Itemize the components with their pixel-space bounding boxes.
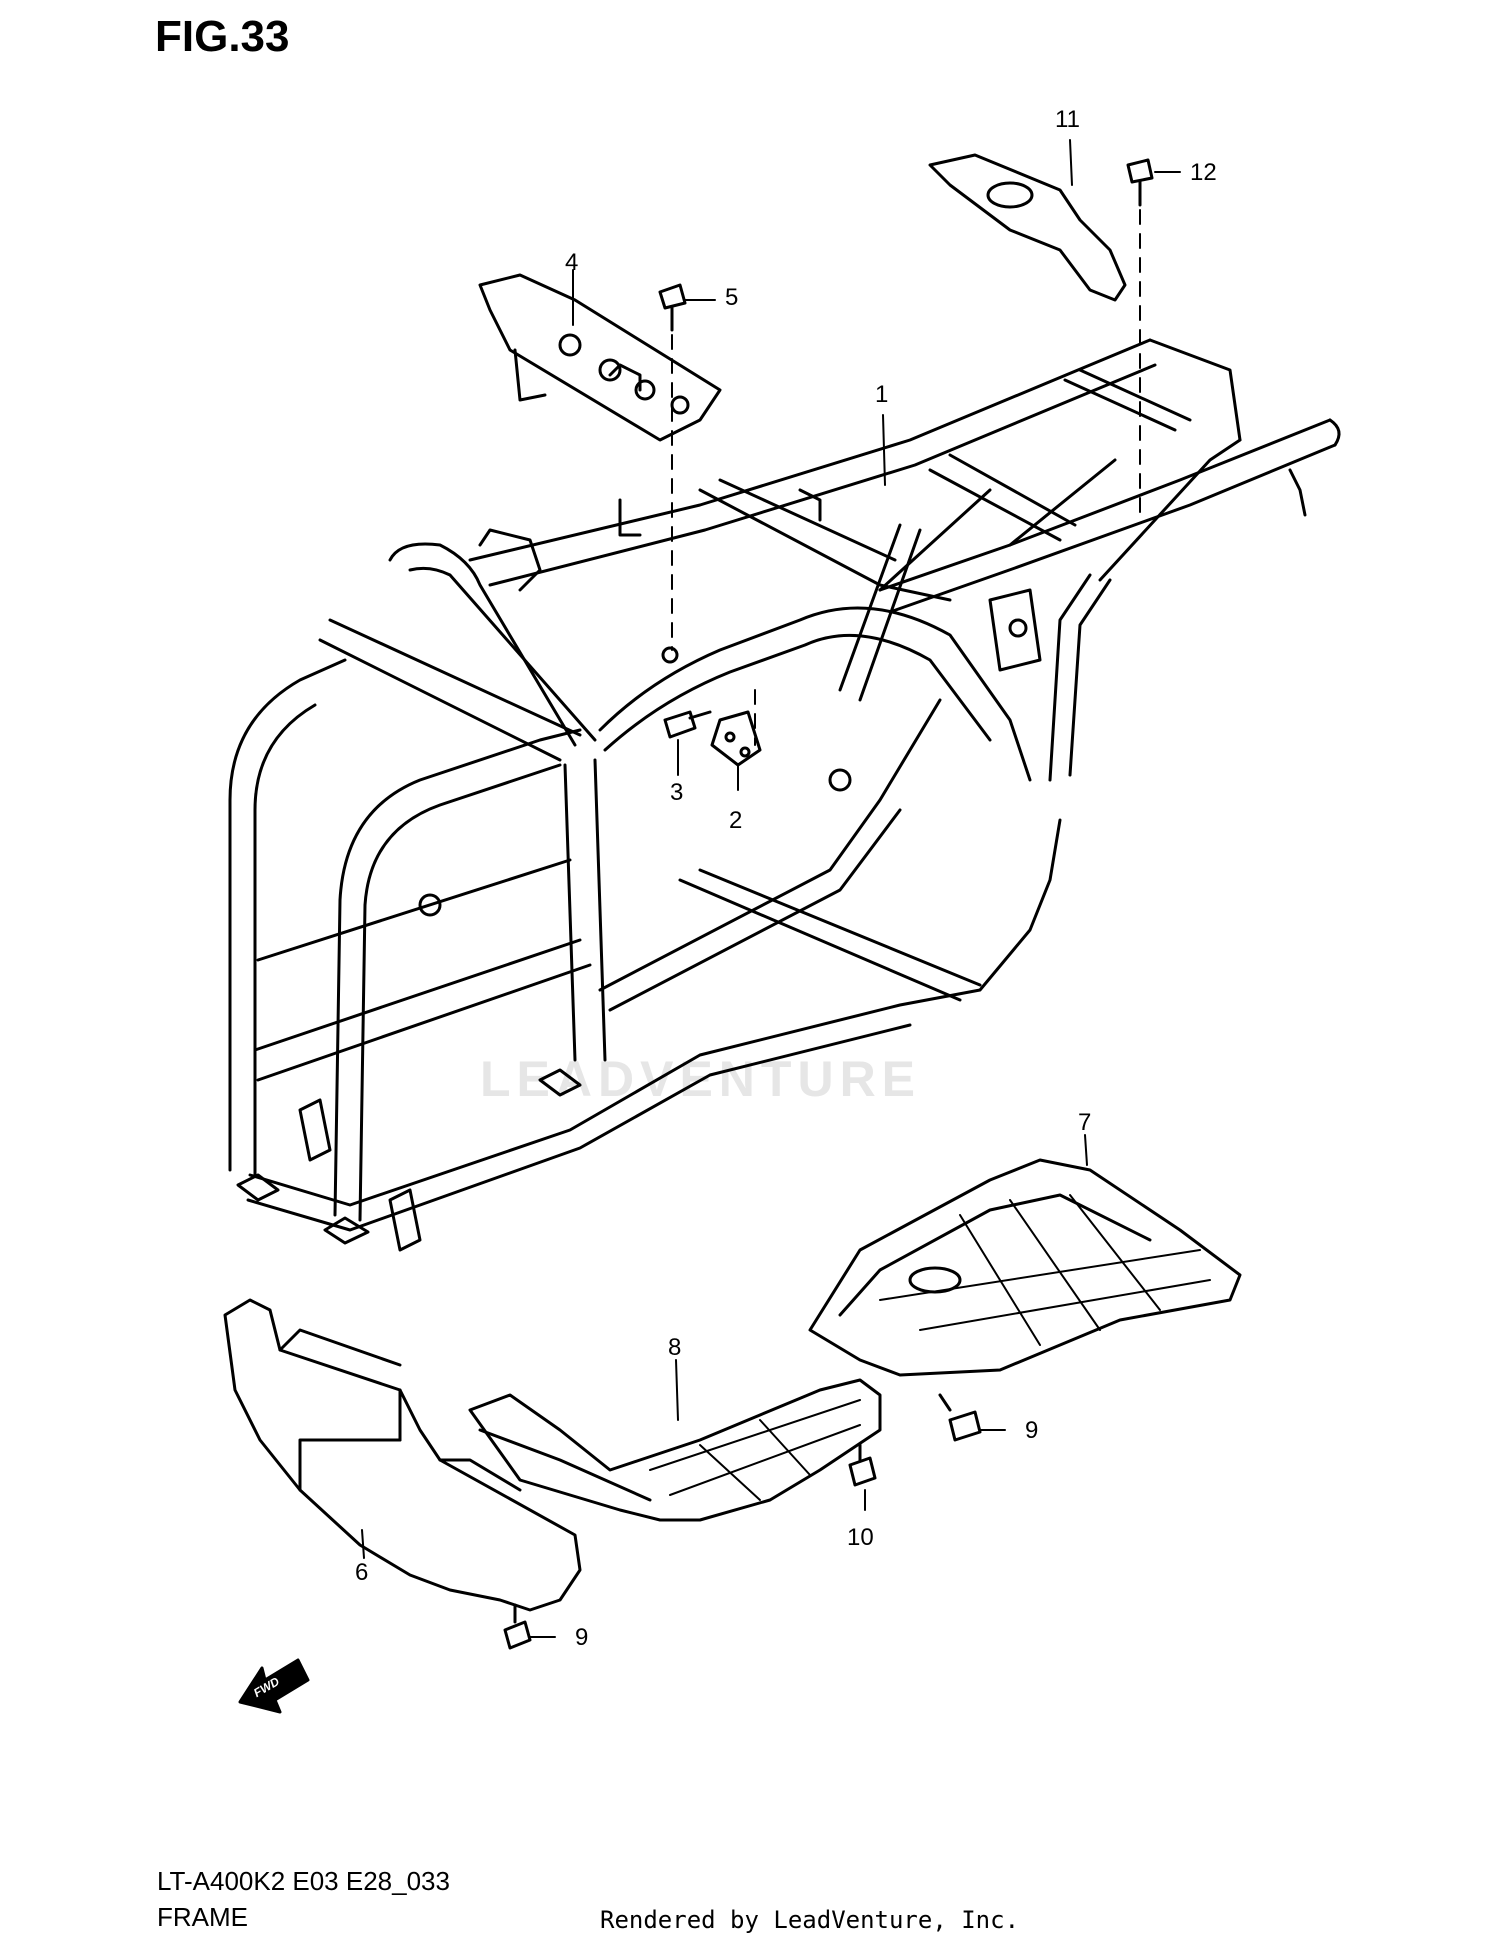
rear-bracket-part-11[interactable] [928,153,1127,302]
callout-9-rear: 9 [1025,1417,1038,1444]
callout-1: 1 [875,381,888,408]
figure-title: FIG.33 [155,12,290,61]
bolt-part-9-rear[interactable] [938,1393,982,1442]
watermark: LEADVENTURE [480,1051,922,1107]
rendered-by: Rendered by LeadVenture, Inc. [600,1906,1020,1934]
callout-6: 6 [355,1559,368,1586]
frame-part-1[interactable] [228,338,1341,1252]
bolt-part-5[interactable] [658,283,687,332]
bolt-part-3[interactable] [663,710,712,739]
callout-9-front: 9 [575,1624,588,1651]
plate-part-2[interactable] [710,710,762,767]
callout-10: 10 [847,1524,874,1551]
rear-skid-plate-part-7[interactable] [808,1158,1242,1377]
callout-11: 11 [1055,106,1080,133]
fwd-arrow [238,1658,310,1714]
callout-2: 2 [729,807,742,834]
callout-labels: 1 2 3 4 5 6 7 8 9 10 9 11 12 FWD [251,106,1217,1700]
leader-lines [361,139,1181,1638]
front-skid-plate-part-8[interactable] [468,1378,882,1522]
bolt-part-10[interactable] [848,1443,877,1487]
front-bumper-guard-part-6[interactable] [223,1298,582,1612]
callout-5: 5 [725,284,738,311]
bolt-part-9-front[interactable] [503,1603,532,1650]
model-code: LT-A400K2 E03 E28_033 [157,1866,450,1896]
front-bracket-part-4[interactable] [478,273,722,442]
callout-3: 3 [670,779,683,806]
callout-7: 7 [1078,1109,1091,1136]
figure-name: FRAME [157,1902,248,1932]
callout-4: 4 [565,249,578,276]
callout-12: 12 [1190,159,1217,186]
callout-8: 8 [668,1334,681,1361]
alignment-lines [671,209,1141,746]
bolt-part-12[interactable] [1126,158,1154,207]
